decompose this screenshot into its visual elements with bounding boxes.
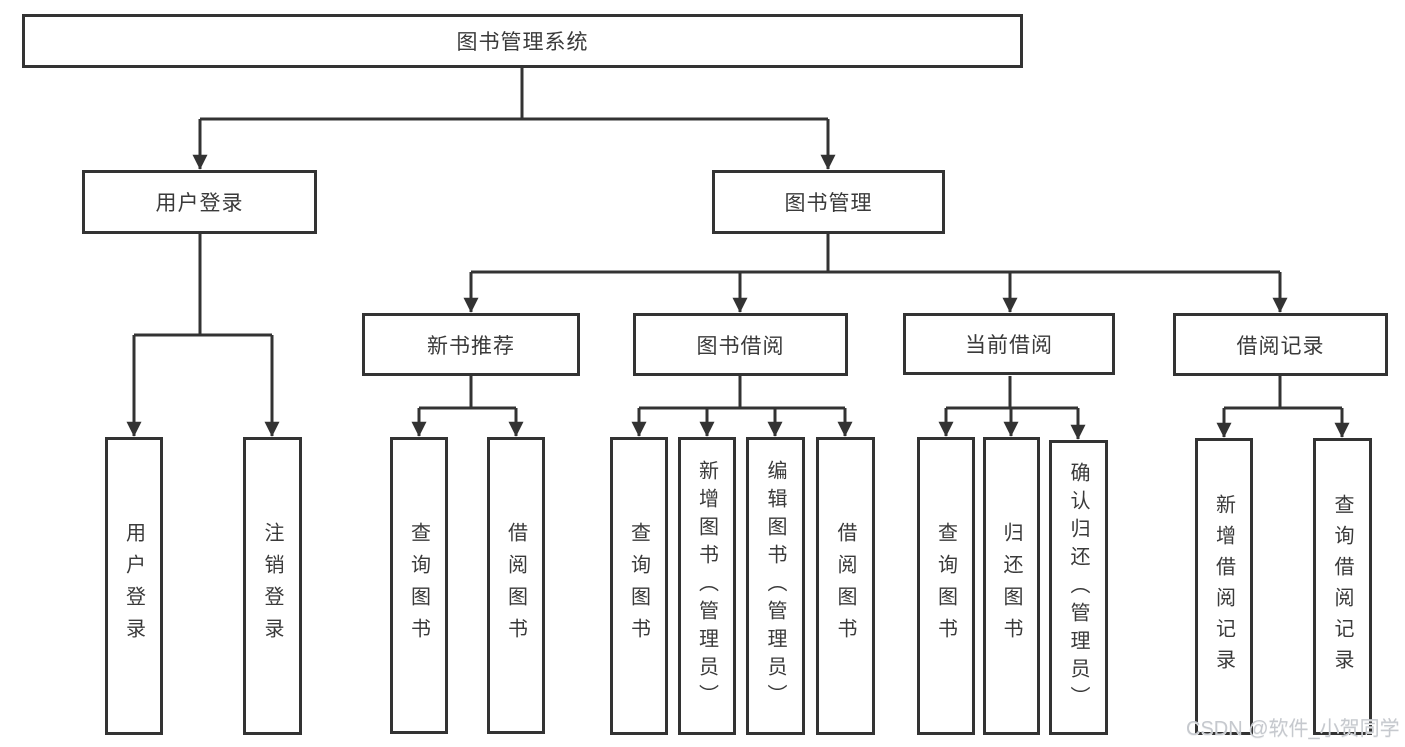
node-new-book-recommendation: 新书推荐: [362, 313, 580, 376]
node-label: 注销登录: [261, 522, 283, 650]
leaf-borrow-books: 借阅图书: [816, 437, 875, 735]
leaf-query-borrow-record: 查询借阅记录: [1313, 438, 1372, 735]
node-label: 编辑图书（管理员）: [764, 460, 786, 712]
node-label: 查询图书: [627, 522, 650, 650]
node-label: 归还图书: [1000, 522, 1022, 650]
node-label: 查询图书: [407, 521, 430, 650]
node-label: 查询图书: [934, 522, 957, 650]
node-label: 图书借阅: [696, 334, 785, 358]
leaf-add-borrow-record: 新增借阅记录: [1195, 438, 1253, 735]
node-book-borrowing: 图书借阅: [633, 313, 848, 376]
node-label: 借阅图书: [834, 522, 856, 650]
leaf-query-books-recommend: 查询图书: [390, 437, 448, 734]
node-label: 图书管理: [784, 192, 873, 215]
node-label: 新书推荐: [427, 334, 515, 358]
node-book-management: 图书管理: [712, 170, 945, 234]
node-label: 借阅记录: [1236, 334, 1325, 358]
node-label: 确认归还（管理员）: [1067, 461, 1089, 714]
node-label: 图书管理系统: [456, 31, 589, 54]
leaf-user-login: 用户登录: [105, 437, 163, 735]
node-label: 用户登录: [155, 192, 244, 215]
leaf-edit-book-admin: 编辑图书（管理员）: [746, 437, 805, 735]
leaf-logout: 注销登录: [243, 437, 302, 735]
node-label: 新增图书（管理员）: [695, 460, 718, 712]
node-label: 新增借阅记录: [1212, 493, 1235, 680]
node-label: 当前借阅: [965, 334, 1053, 357]
leaf-return-books: 归还图书: [983, 437, 1040, 735]
leaf-add-book-admin: 新增图书（管理员）: [678, 437, 736, 735]
leaf-query-books-borrow: 查询图书: [610, 437, 668, 735]
node-label: 用户登录: [122, 522, 145, 650]
leaf-borrow-books-recommend: 借阅图书: [487, 437, 545, 734]
leaf-confirm-return-admin: 确认归还（管理员）: [1049, 440, 1108, 735]
leaf-query-books-current: 查询图书: [917, 437, 975, 735]
node-user-login: 用户登录: [82, 170, 317, 234]
node-borrowing-records: 借阅记录: [1173, 313, 1388, 376]
node-library-management-system: 图书管理系统: [22, 14, 1023, 68]
node-label: 查询借阅记录: [1331, 493, 1353, 680]
watermark: CSDN @软件_小贺同学: [1186, 718, 1400, 740]
node-label: 借阅图书: [504, 521, 527, 650]
node-current-borrowing: 当前借阅: [903, 313, 1115, 375]
